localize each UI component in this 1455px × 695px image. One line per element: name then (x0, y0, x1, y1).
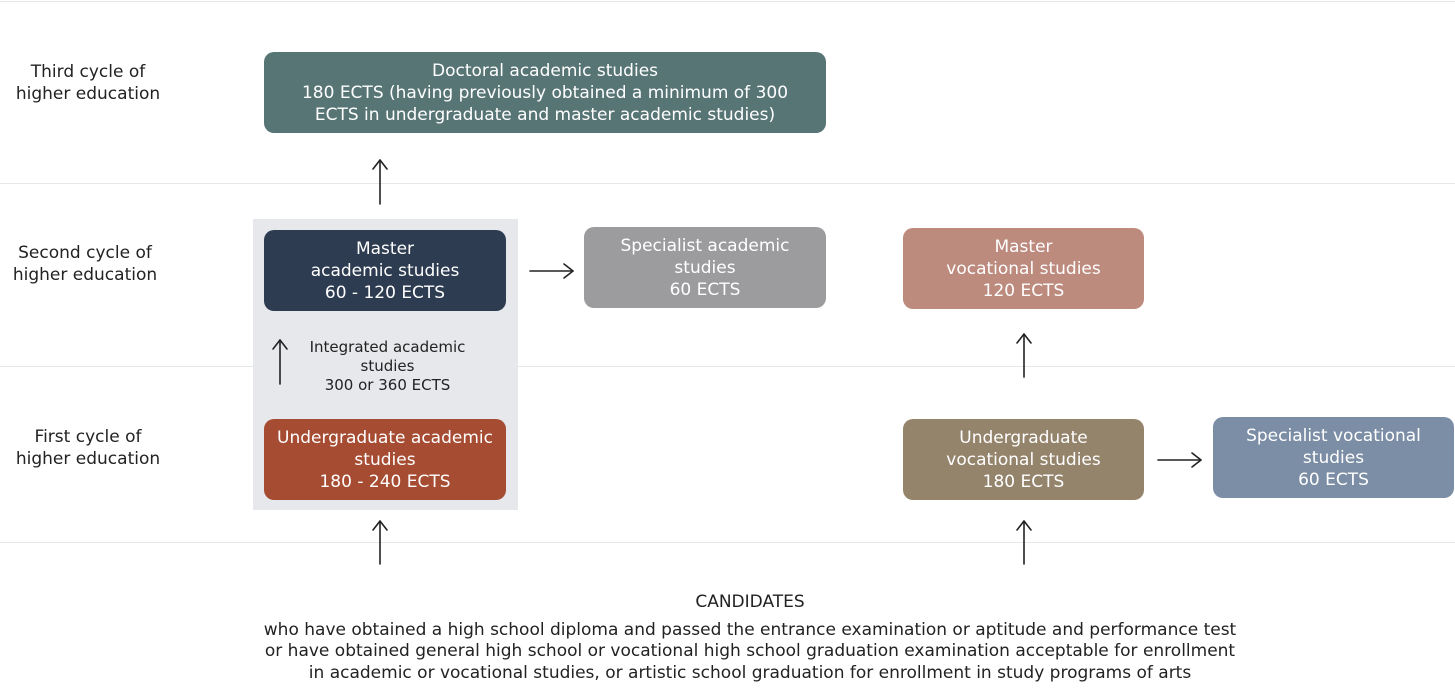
undergraduate-vocational-line-1: Undergraduate (959, 427, 1088, 448)
specialist-academic-line-2: studies (674, 257, 736, 278)
undergraduate-academic-line-1: Undergraduate academic (277, 427, 493, 448)
specialist-academic-line-3: 60 ECTS (669, 279, 741, 300)
specialist-academic-box: Specialist academic studies 60 ECTS (584, 227, 826, 308)
integrated-line-1: Integrated academic (309, 338, 466, 356)
undergraduate-vocational-line-2: vocational studies (946, 449, 1101, 470)
doctoral-studies-box: Doctoral academic studies 180 ECTS (havi… (264, 52, 826, 133)
arrow-undergraduate-vocational-to-master-vocational (1016, 333, 1032, 378)
specialist-vocational-line-1: Specialist vocational (1246, 425, 1421, 446)
first-cycle-label: First cycle of higher education (0, 426, 176, 470)
arrow-master-to-specialist-academic (529, 263, 574, 279)
arrow-candidates-to-undergraduate-academic (372, 520, 388, 565)
candidates-title: CANDIDATES (695, 592, 805, 612)
divider-second-first (0, 366, 1455, 367)
arrow-master-to-doctoral (372, 159, 388, 205)
arrow-candidates-to-undergraduate-vocational (1016, 520, 1032, 565)
master-vocational-line-1: Master (994, 236, 1053, 257)
undergraduate-academic-box: Undergraduate academic studies 180 - 240… (264, 419, 506, 500)
second-cycle-label-line-2: higher education (12, 265, 158, 285)
candidates-section: CANDIDATES who have obtained a high scho… (230, 592, 1270, 684)
specialist-vocational-line-2: studies (1302, 447, 1365, 468)
integrated-line-2: studies (360, 357, 415, 375)
master-academic-line-2: academic studies (310, 260, 460, 281)
second-cycle-label: Second cycle of higher education (0, 242, 173, 286)
doctoral-line-3: ECTS in undergraduate and master academi… (314, 104, 776, 125)
third-cycle-label-line-2: higher education (15, 84, 161, 104)
first-cycle-label-line-2: higher education (15, 449, 161, 469)
undergraduate-academic-line-3: 180 - 240 ECTS (319, 471, 451, 492)
candidates-line-2: or have obtained general high school or … (264, 641, 1236, 661)
specialist-vocational-box: Specialist vocational studies 60 ECTS (1213, 417, 1454, 498)
master-vocational-box: Master vocational studies 120 ECTS (903, 228, 1144, 309)
second-cycle-label-line-1: Second cycle of (18, 243, 152, 263)
master-academic-line-1: Master (355, 238, 415, 259)
divider-third-second (0, 183, 1455, 184)
specialist-academic-line-1: Specialist academic (620, 235, 790, 256)
doctoral-title: Doctoral academic studies (431, 60, 659, 81)
undergraduate-vocational-line-3: 180 ECTS (982, 471, 1065, 492)
divider-first-candidates (0, 542, 1455, 543)
third-cycle-label: Third cycle of higher education (0, 61, 176, 105)
integrated-line-3: 300 or 360 ECTS (324, 376, 451, 394)
first-cycle-label-line-1: First cycle of (34, 427, 142, 447)
master-vocational-line-3: 120 ECTS (982, 280, 1065, 301)
third-cycle-label-line-1: Third cycle of (30, 62, 146, 82)
divider-top (0, 1, 1455, 2)
doctoral-line-2: 180 ECTS (having previously obtained a m… (301, 82, 789, 103)
master-academic-line-3: 60 - 120 ECTS (324, 282, 446, 303)
integrated-studies-label: Integrated academic studies 300 or 360 E… (300, 338, 475, 395)
master-academic-box: Master academic studies 60 - 120 ECTS (264, 230, 506, 311)
arrow-integrated-up (272, 339, 288, 385)
undergraduate-academic-line-2: studies (354, 449, 416, 470)
specialist-vocational-line-3: 60 ECTS (1298, 469, 1369, 490)
candidates-line-3: in academic or vocational studies, or ar… (308, 662, 1192, 683)
arrow-undergraduate-vocational-to-specialist-vocational (1157, 452, 1202, 468)
master-vocational-line-2: vocational studies (946, 258, 1101, 279)
undergraduate-vocational-box: Undergraduate vocational studies 180 ECT… (903, 419, 1144, 500)
candidates-line-1: who have obtained a high school diploma … (263, 619, 1237, 640)
